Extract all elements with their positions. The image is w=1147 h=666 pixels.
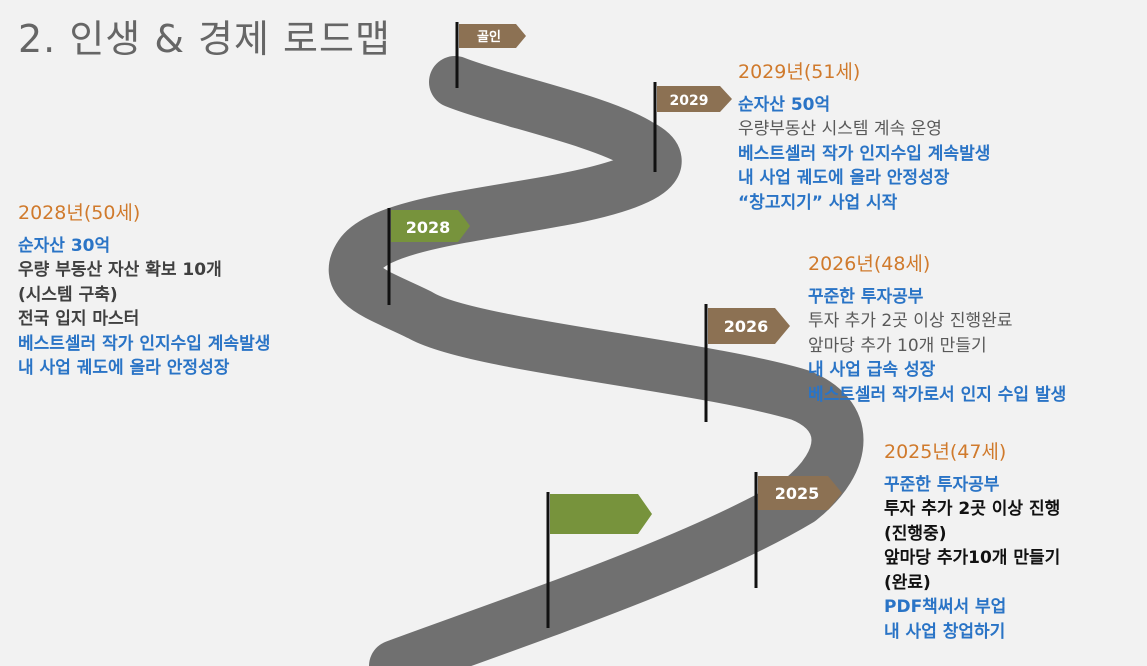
milestone-year: 2029년(51세) (738, 61, 861, 83)
milestone-year: 2028년(50세) (18, 202, 141, 224)
flag-banner (391, 210, 470, 242)
milestone-line: 투자 추가 2곳 이상 진행완료 (808, 311, 1013, 331)
milestone-line: (진행중) (884, 523, 947, 544)
flag-label-2029: 2029 (670, 93, 709, 109)
flag-goal: 골인 (455, 22, 526, 88)
milestone-line: 앞마당 추가 10개 만들기 (808, 335, 987, 356)
milestone-line: 내 사업 궤도에 올라 안정성장 (738, 168, 950, 188)
milestone-line: 순자산 50억 (738, 94, 831, 115)
milestone-line: 내 사업 궤도에 올라 안정성장 (18, 358, 230, 378)
milestone-line: (시스템 구축) (18, 284, 118, 305)
milestone-line: “창고지기” 사업 시작 (738, 192, 898, 213)
milestone-line: 투자 추가 2곳 이상 진행 (884, 499, 1061, 519)
flag-2028: 2028 (387, 208, 470, 305)
milestone-line: 꾸준한 투자공부 (808, 286, 924, 307)
flag-banner (708, 308, 790, 344)
flag-label-2026: 2026 (724, 317, 769, 336)
flag-2029: 2029 (653, 82, 732, 172)
milestone-line: 베스트셀러 작가로서 인지 수입 발생 (808, 384, 1067, 405)
milestone-line: 전국 입지 마스터 (18, 309, 140, 329)
milestone-line: 우량 부동산 자산 확보 10개 (18, 260, 222, 280)
milestone-line: 베스트셀러 작가 인지수입 계속발생 (18, 333, 271, 354)
flag-banner (657, 86, 732, 112)
milestone-year: 2026년(48세) (808, 253, 931, 275)
milestone-line: 순자산 30억 (18, 235, 111, 256)
milestone-line: 내 사업 창업하기 (884, 621, 1006, 642)
flag-2025: 2025 (754, 472, 842, 588)
flag-banner (758, 476, 842, 510)
flag-label-2025: 2025 (775, 484, 820, 503)
milestone-line: 우량부동산 시스템 계속 운영 (738, 119, 942, 139)
milestone-line: 내 사업 급속 성장 (808, 360, 936, 380)
milestone-line: 꾸준한 투자공부 (884, 474, 1000, 495)
flag-label-goal: 골인 (477, 29, 501, 45)
flag-start (546, 492, 652, 628)
milestone-line: PDF책써서 부업 (884, 597, 1007, 617)
milestone-line: 베스트셀러 작가 인지수입 계속발생 (738, 143, 991, 164)
flag-banner (459, 24, 526, 48)
milestone-year: 2025년(47세) (884, 441, 1007, 463)
flag-2026: 2026 (704, 304, 790, 422)
page-title: 2. 인생 & 경제 로드맵 (18, 17, 391, 61)
milestone-line: (완료) (884, 572, 931, 593)
flag-label-2028: 2028 (406, 218, 451, 237)
milestone-line: 앞마당 추가10개 만들기 (884, 548, 1061, 568)
flag-banner (550, 494, 652, 534)
